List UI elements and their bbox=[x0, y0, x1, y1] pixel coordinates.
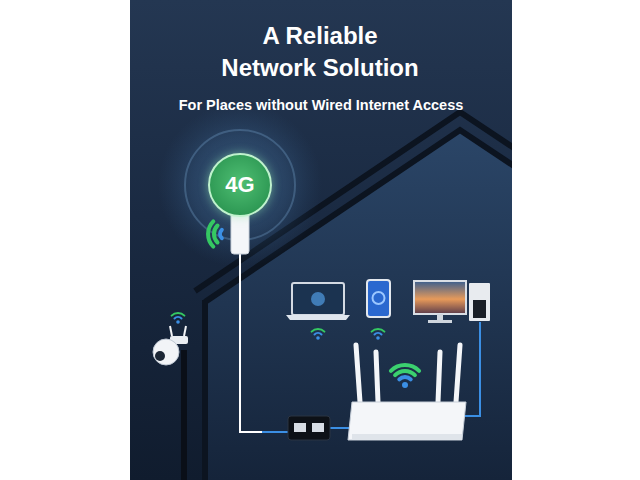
pc-tower-front bbox=[473, 300, 486, 318]
wifi-dot bbox=[176, 320, 180, 324]
wifi-wave bbox=[312, 329, 325, 332]
poe-injector bbox=[288, 416, 330, 440]
signal-circle: 4G bbox=[208, 153, 272, 217]
laptop bbox=[292, 283, 344, 315]
camera-pole bbox=[181, 350, 187, 480]
wifi-dot bbox=[402, 382, 408, 388]
monitor-stand bbox=[437, 314, 443, 320]
wifi-wave bbox=[220, 230, 222, 238]
wifi-dot bbox=[316, 336, 320, 340]
house-wall bbox=[202, 300, 208, 480]
node-text: 4G bbox=[225, 173, 254, 197]
router-base bbox=[352, 434, 462, 440]
tablet-screen-art bbox=[373, 292, 385, 304]
camera-lens bbox=[155, 351, 165, 361]
antenna bbox=[356, 345, 360, 402]
ethernet-cable bbox=[262, 431, 288, 433]
wifi-wave bbox=[315, 333, 322, 334]
wifi-wave bbox=[172, 313, 185, 316]
wifi-wave bbox=[372, 329, 385, 332]
wifi-wave bbox=[175, 317, 182, 318]
laptop-screen-art bbox=[311, 292, 325, 306]
wifi-wave bbox=[214, 226, 218, 243]
poe-cable bbox=[240, 253, 288, 432]
laptop-base bbox=[286, 315, 350, 320]
router bbox=[348, 402, 466, 440]
wifi-wave bbox=[208, 221, 213, 246]
monitor bbox=[414, 281, 466, 314]
antenna bbox=[376, 352, 378, 402]
house-scene bbox=[153, 103, 512, 480]
antenna bbox=[170, 326, 172, 336]
antenna bbox=[456, 345, 460, 402]
signal-halo bbox=[158, 103, 322, 267]
wifi-wave bbox=[395, 371, 415, 375]
wifi-wave bbox=[375, 333, 382, 334]
wifi-dot bbox=[376, 336, 380, 340]
pc-tower bbox=[469, 283, 490, 321]
rj45-port bbox=[312, 423, 324, 432]
rj45-port bbox=[294, 423, 306, 432]
title: A Reliable Network Solution bbox=[217, 20, 423, 84]
security-camera bbox=[153, 339, 179, 365]
subtitle: For Places without Wired Internet Access bbox=[130, 95, 512, 115]
tablet bbox=[367, 280, 390, 317]
wifi-wave bbox=[391, 365, 419, 371]
wifi-wave bbox=[399, 377, 410, 379]
antenna bbox=[438, 352, 440, 402]
monitor-stand bbox=[428, 320, 452, 323]
antenna bbox=[184, 326, 186, 336]
